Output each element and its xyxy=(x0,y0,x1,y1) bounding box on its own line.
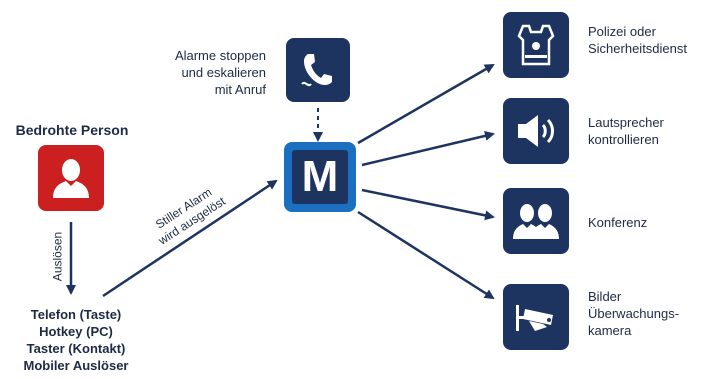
conference-people-icon xyxy=(513,204,559,239)
hub-inner: M xyxy=(292,150,348,204)
police-label: Polizei oder Sicherheitsdienst xyxy=(588,24,687,56)
police-vest-icon xyxy=(517,24,555,66)
conference-box xyxy=(503,188,569,254)
speaker-label: Lautsprecher kontrollieren xyxy=(588,115,664,147)
arrow-hub-to-conference xyxy=(361,188,495,221)
speaker-icon xyxy=(518,115,554,147)
threatened-person-title: Bedrohte Person xyxy=(15,122,129,138)
threatened-person-box xyxy=(38,145,104,211)
hub-box: M xyxy=(284,142,356,212)
phone-box xyxy=(286,38,350,102)
trigger-method: Taster (Kontakt) xyxy=(26,341,126,356)
trigger-method: Hotkey (PC) xyxy=(39,324,113,339)
conference-label: Konferenz xyxy=(588,215,648,230)
trigger-methods-list: Telefon (Taste) Hotkey (PC) Taster (Kont… xyxy=(6,306,146,374)
hub-letter: M xyxy=(301,152,339,201)
trigger-label: Auslösen xyxy=(50,231,65,282)
arrow-hub-to-speaker xyxy=(361,130,495,167)
arrow-hub-to-camera xyxy=(357,210,495,300)
police-box xyxy=(503,12,569,78)
trigger-method: Telefon (Taste) xyxy=(30,307,122,322)
person-icon xyxy=(53,159,89,198)
phone-handset-icon xyxy=(301,54,332,87)
arrow-hub-to-police xyxy=(357,63,495,145)
phone-label: Alarme stoppen und eskalieren mit Anruf xyxy=(174,48,266,97)
surveillance-camera-icon xyxy=(516,305,553,331)
camera-box xyxy=(503,284,569,350)
speaker-box xyxy=(503,98,569,164)
camera-label: Bilder Überwachungs- kamera xyxy=(588,289,680,338)
trigger-method: Mobiler Auslöser xyxy=(23,358,129,373)
arrow-trigger-to-hub xyxy=(102,179,278,298)
